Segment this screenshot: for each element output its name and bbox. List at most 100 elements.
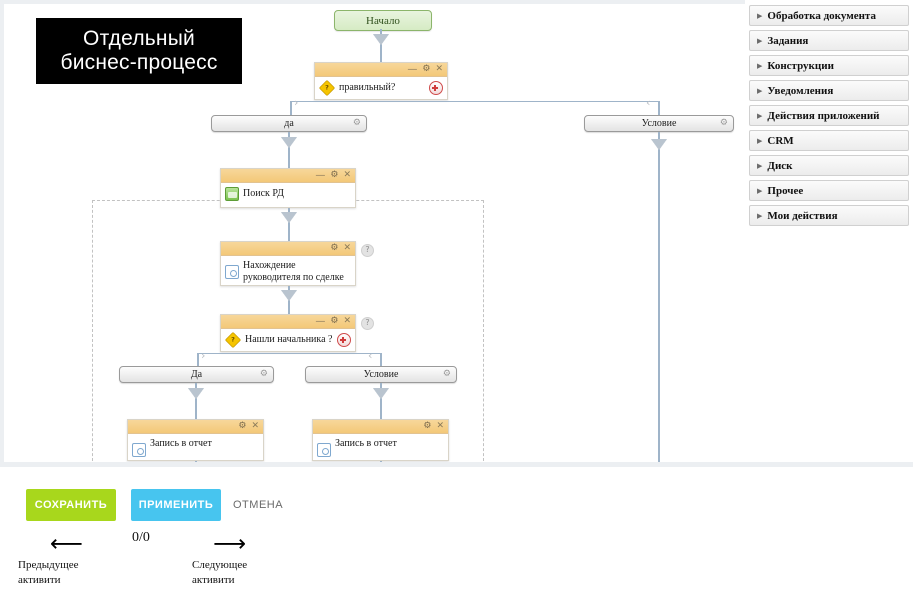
gear-icon[interactable]: ⚙ [719,118,728,128]
close-icon[interactable]: ✕ [343,316,351,326]
sidebar-item-document-processing[interactable]: ▶ Обработка документа [749,5,909,26]
add-branch-button[interactable] [429,81,443,95]
gear-icon[interactable]: ⚙ [330,316,339,326]
sidebar-item-tasks[interactable]: ▶ Задания [749,30,909,51]
save-button[interactable]: СОХРАНИТЬ [26,489,116,521]
node-found-boss-header: — ⚙ ✕ [221,315,355,329]
chevron-right-icon: ▶ [757,11,763,20]
prev-activity-arrow-icon[interactable]: ⟵ [50,531,83,557]
prev-activity-label[interactable]: Предыдущее активити [18,559,79,586]
sidebar-item-disk[interactable]: ▶ Диск [749,155,909,176]
gear-icon[interactable]: ⚙ [238,421,247,431]
node-correct-header: — ⚙ ✕ [315,63,447,77]
sidebar-item-crm[interactable]: ▶ CRM [749,130,909,151]
minimize-icon[interactable]: — [407,64,418,75]
minimize-icon[interactable]: — [315,170,326,181]
chevron-left-icon: ‹ [368,349,373,362]
gear-icon[interactable]: ⚙ [442,369,451,379]
start-node-label: Начало [366,14,400,27]
node-report-left[interactable]: ⚙ ✕ Запись в отчет [127,419,264,461]
question-diamond-icon [224,331,242,349]
sidebar-item-notifications[interactable]: ▶ Уведомления [749,80,909,101]
connector-branch2-horizontal [198,353,381,354]
node-report-left-label: Запись в отчет [150,438,212,449]
add-branch-button[interactable] [337,333,351,347]
pill-condition-top-label: Условие [641,118,677,129]
node-found-boss[interactable]: — ⚙ ✕ Нашли начальника ? [220,314,356,352]
node-search-rd-body: Поиск РД [221,183,355,205]
actions-sidebar: ▶ Обработка документа ▶ Задания ▶ Констр… [745,0,913,462]
blue-square-icon [132,443,146,457]
pill-condition-top[interactable]: Условие ⚙ [584,115,734,132]
help-icon[interactable]: ? [361,317,374,330]
connector-condmid-to-report-right [380,383,382,419]
gear-icon[interactable]: ⚙ [259,369,268,379]
node-search-rd-header: — ⚙ ✕ [221,169,355,183]
next-activity-arrow-icon[interactable]: ⟶ [213,531,246,557]
pill-condition-mid-label: Условие [363,369,399,380]
cancel-button[interactable]: ОТМЕНА [233,499,284,511]
close-icon[interactable]: ✕ [436,421,444,431]
green-folder-icon [225,186,239,201]
next-activity-label[interactable]: Следующее активити [192,559,248,586]
arrow-findhead-to-foundboss [281,290,297,301]
process-title-plate: Отдельный биснес-процесс [36,18,242,84]
canvas-bottom-edge [0,462,913,467]
sidebar-item-other[interactable]: ▶ Прочее [749,180,909,201]
gear-icon[interactable]: ⚙ [422,64,431,74]
pill-yes-mid-label: Да [190,369,203,380]
connector-branch-right-down [658,101,660,116]
connector-report-left-out [195,461,197,462]
sidebar-item-label: Мои действия [767,209,838,222]
chevron-right-icon: ▶ [757,161,763,170]
node-found-boss-label: Нашли начальника ? [245,334,333,346]
pill-yes-mid[interactable]: Да ⚙ [119,366,274,383]
pill-condition-mid[interactable]: Условие ⚙ [305,366,457,383]
node-report-left-body: Запись в отчет [128,434,263,461]
chevron-right-icon: ▶ [757,186,763,195]
chevron-right-icon: ▶ [757,36,763,45]
sidebar-item-label: Конструкции [767,59,834,72]
blue-square-icon [317,443,331,457]
node-report-right-body: Запись в отчет [313,434,448,461]
apply-button[interactable]: ПРИМЕНИТЬ [131,489,221,521]
node-report-right[interactable]: ⚙ ✕ Запись в отчет [312,419,449,461]
node-find-head-label: Нахождение руководителя по сделке [243,260,344,283]
pill-yes-top[interactable]: да ⚙ [211,115,367,132]
sidebar-item-label: Задания [767,34,809,47]
minimize-icon[interactable]: — [315,316,326,327]
chevron-right-icon: ▶ [757,61,763,70]
node-correct-body: правильный? [315,77,447,100]
close-icon[interactable]: ✕ [251,421,259,431]
connector-yes-to-search [288,132,290,168]
gear-icon[interactable]: ⚙ [330,170,339,180]
close-icon[interactable]: ✕ [343,243,351,253]
gear-icon[interactable]: ⚙ [423,421,432,431]
start-node[interactable]: Начало [334,10,432,31]
node-search-rd[interactable]: — ⚙ ✕ Поиск РД [220,168,356,208]
gear-icon[interactable]: ⚙ [352,118,361,128]
connector-branch-left-down [290,101,292,116]
node-report-left-header: ⚙ ✕ [128,420,263,434]
arrow-start-to-correct [373,34,389,45]
node-report-right-label: Запись в отчет [335,438,397,449]
activity-counter: 0/0 [132,530,150,545]
close-icon[interactable]: ✕ [343,170,351,180]
arrow-yesmid-to-report-left [188,388,204,399]
node-correct-label: правильный? [339,82,396,94]
node-find-head-header: ⚙ ✕ [221,242,355,256]
arrow-condition-trunk [651,139,667,150]
close-icon[interactable]: ✕ [435,64,443,74]
gear-icon[interactable]: ⚙ [330,243,339,253]
sidebar-item-label: Прочее [767,184,804,197]
node-find-head-body: Нахождение руководителя по сделке [221,256,355,288]
help-icon[interactable]: ? [361,244,374,257]
node-correct[interactable]: — ⚙ ✕ правильный? [314,62,448,100]
sidebar-item-my-actions[interactable]: ▶ Мои действия [749,205,909,226]
node-find-head[interactable]: ⚙ ✕ Нахождение руководителя по сделке [220,241,356,286]
connector-start-to-correct [380,29,382,62]
sidebar-item-constructions[interactable]: ▶ Конструкции [749,55,909,76]
sidebar-item-app-actions[interactable]: ▶ Действия приложений [749,105,909,126]
process-canvas[interactable]: Отдельный биснес-процесс Начало — ⚙ ✕ пр… [0,0,745,462]
connector-yesmid-to-report-left [195,383,197,419]
